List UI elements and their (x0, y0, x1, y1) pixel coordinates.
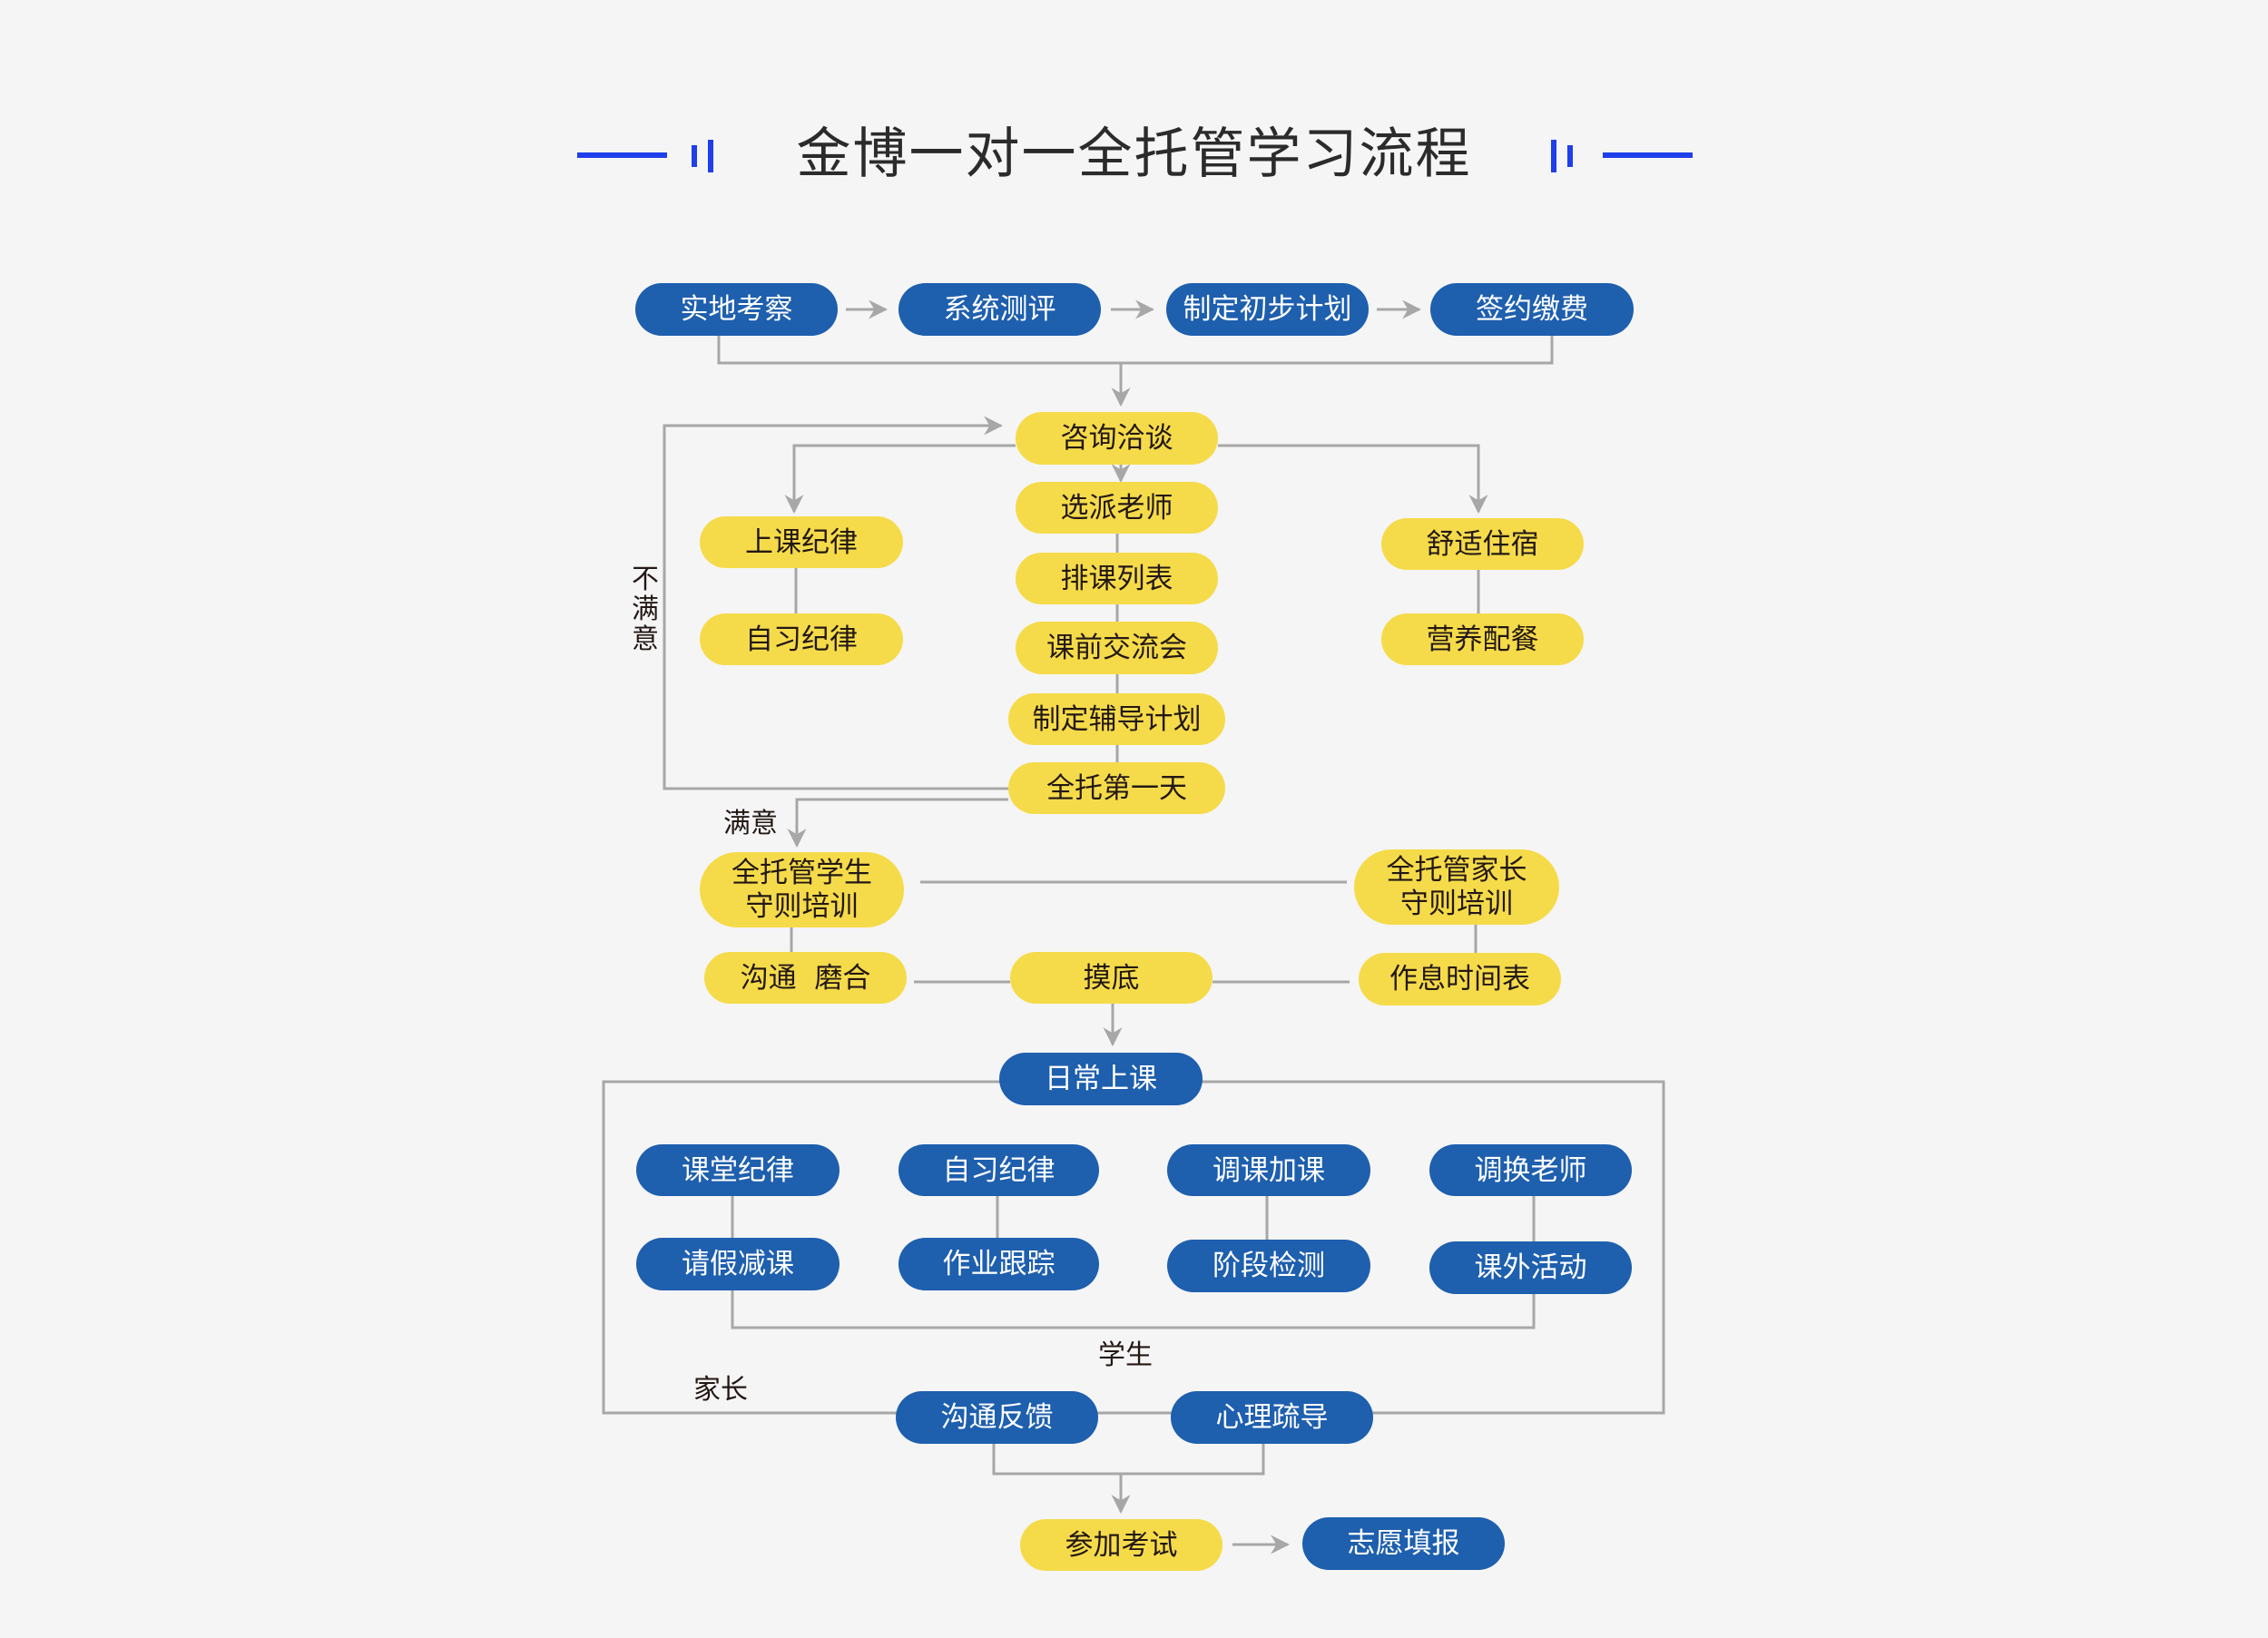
node-feedback[interactable]: 沟通反馈 (896, 1391, 1098, 1444)
satisfied-arrow (787, 798, 1008, 848)
title-deco-right-line (1603, 152, 1693, 158)
node-nutrition[interactable]: 营养配餐 (1381, 613, 1584, 665)
title-deco-left-line (577, 152, 667, 158)
branch-right (1218, 444, 1488, 515)
node-application[interactable]: 志愿填报 (1302, 1517, 1505, 1570)
node-system-assessment[interactable]: 系统测评 (898, 283, 1101, 336)
label-satisfied: 满意 (723, 808, 778, 839)
node-pre-class-meeting[interactable]: 课前交流会 (1016, 622, 1218, 674)
node-leave[interactable]: 请假减课 (636, 1238, 839, 1290)
unsatisfied-loop (663, 416, 1008, 790)
node-sign-pay[interactable]: 签约缴费 (1430, 283, 1634, 336)
node-counseling[interactable]: 心理疏导 (1171, 1391, 1373, 1444)
node-daily-class[interactable]: 日常上课 (999, 1053, 1203, 1105)
node-site-visit[interactable]: 实地考察 (635, 283, 838, 336)
label-parent: 家长 (693, 1374, 748, 1406)
node-tutoring-plan[interactable]: 制定辅导计划 (1008, 693, 1225, 745)
page-title: 金博一对一全托管学习流程 (796, 123, 1472, 186)
node-parent-rules-training[interactable]: 全托管家长 守则培训 (1354, 849, 1559, 925)
branch-left (784, 444, 1016, 515)
enroll-bracket (717, 336, 1554, 365)
node-assign-teacher[interactable]: 选派老师 (1016, 482, 1218, 534)
node-change-teacher[interactable]: 调换老师 (1429, 1144, 1632, 1196)
title-deco-right-tall-bar (1551, 140, 1556, 172)
node-student-rules-training[interactable]: 全托管学生 守则培训 (700, 852, 904, 927)
node-assess[interactable]: 摸底 (1010, 952, 1213, 1004)
node-initial-plan[interactable]: 制定初步计划 (1166, 283, 1369, 336)
node-self-study[interactable]: 自习纪律 (898, 1144, 1099, 1196)
label-unsatisfied: 不满意 (632, 564, 659, 655)
node-classroom-discipline[interactable]: 课堂纪律 (636, 1144, 839, 1196)
node-self-study-discipline[interactable]: 自习纪律 (700, 613, 903, 665)
label-student: 学生 (1098, 1339, 1153, 1371)
node-consult[interactable]: 咨询洽谈 (1016, 412, 1218, 465)
node-stage-test[interactable]: 阶段检测 (1167, 1240, 1370, 1292)
node-first-day[interactable]: 全托第一天 (1008, 762, 1225, 814)
node-homework-tracking[interactable]: 作业跟踪 (898, 1238, 1099, 1290)
node-reschedule[interactable]: 调课加课 (1167, 1144, 1370, 1196)
node-extracurricular[interactable]: 课外活动 (1429, 1241, 1632, 1294)
node-accommodation[interactable]: 舒适住宿 (1381, 518, 1584, 570)
node-take-exam[interactable]: 参加考试 (1020, 1519, 1222, 1571)
node-daily-schedule[interactable]: 作息时间表 (1359, 953, 1561, 1005)
node-adapt[interactable]: 沟通 磨合 (704, 952, 907, 1004)
node-class-discipline[interactable]: 上课纪律 (700, 516, 903, 568)
node-schedule-list[interactable]: 排课列表 (1016, 553, 1218, 604)
student-bracket (731, 1290, 1536, 1329)
title-deco-left-tall-bar (708, 140, 713, 172)
title-deco-right-short-bar (1567, 145, 1573, 167)
title-deco-left-short-bar (692, 145, 697, 167)
support-bracket (992, 1444, 1265, 1476)
